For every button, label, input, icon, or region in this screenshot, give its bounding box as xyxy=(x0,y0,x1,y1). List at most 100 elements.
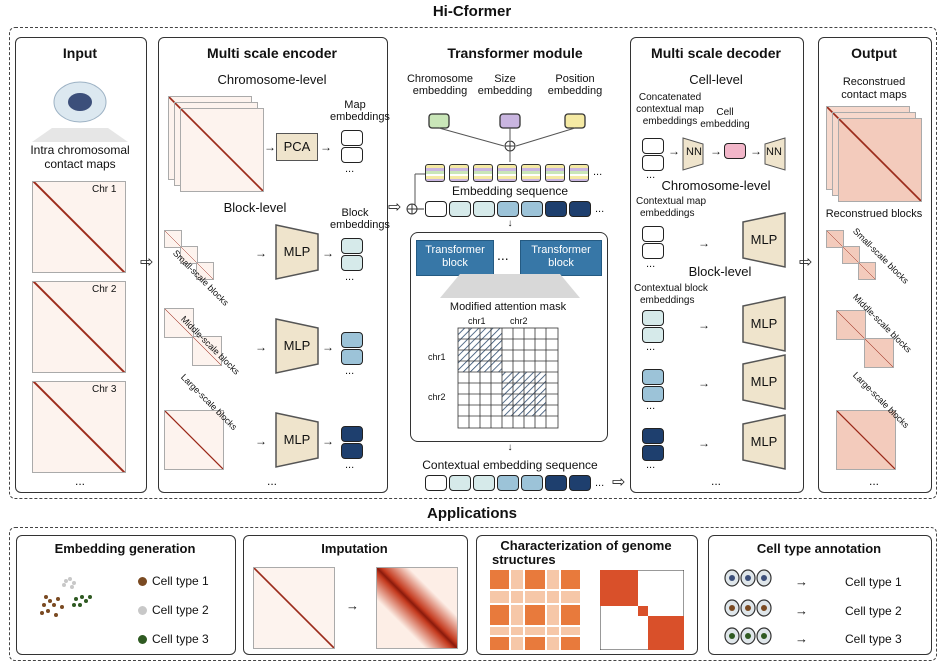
input-caption-2: contact maps xyxy=(44,157,116,171)
chr2-contact-map xyxy=(32,281,126,373)
encoder-block-level: Block-level xyxy=(223,200,287,215)
arrow-icon: ⇨ xyxy=(388,199,402,216)
app4-title: Cell type annotation xyxy=(756,541,882,556)
arrow-down-icon: ↓ xyxy=(507,442,513,453)
cell-embedding xyxy=(724,143,746,159)
embedding-sequence-label: Embedding sequence xyxy=(451,184,569,198)
recon-middle-block xyxy=(864,338,894,368)
applications-frame xyxy=(9,527,937,661)
encoder-stack-front xyxy=(180,108,264,192)
mask-chr2-side: chr2 xyxy=(428,392,446,402)
decoder-block-level: Block-level xyxy=(688,264,752,279)
transformer-block-label-2: block xyxy=(442,257,468,269)
main-title: Hi-Cformer xyxy=(432,3,512,20)
mlp-label: MLP xyxy=(750,434,778,449)
tad-matrix xyxy=(600,570,684,650)
arrow-icon: → xyxy=(698,376,710,390)
recon-maps-label-2: contact maps xyxy=(841,89,907,101)
arrow-icon: → xyxy=(255,434,267,448)
mlp-block xyxy=(275,224,319,280)
output-ellipsis: ... xyxy=(868,474,879,488)
cell-icon xyxy=(32,81,128,142)
recon-small-block xyxy=(826,230,844,248)
contextual-seq-label: Contextual embedding sequence xyxy=(422,458,598,472)
mlp-block xyxy=(275,318,319,374)
ellipsis: ... xyxy=(646,258,656,270)
annotated-cells-icon xyxy=(724,569,772,645)
mlp-label: MLP xyxy=(283,432,311,447)
cell-type-1-dot xyxy=(138,577,147,586)
transformer-block: Transformer block xyxy=(520,240,602,276)
recon-map-front xyxy=(838,118,922,202)
output-header: Output xyxy=(851,45,897,61)
app2-title: Imputation xyxy=(321,541,388,556)
embedding-sequence-row: ... xyxy=(425,201,615,219)
encoder-ellipsis: ... xyxy=(266,474,277,488)
decoder-header: Multi scale decoder xyxy=(651,45,781,61)
size-emb-label-1: Size xyxy=(494,73,516,85)
decoder-embedding xyxy=(642,327,664,343)
mlp-block xyxy=(742,354,786,410)
input-caption-1: Intra chromosomal xyxy=(30,143,130,157)
decoder-cell-level: Cell-level xyxy=(689,72,743,87)
chr3-label: Chr 3 xyxy=(92,384,117,395)
nn-label: NN xyxy=(766,146,782,158)
ellipsis: ... xyxy=(646,400,656,412)
compartment-grid xyxy=(490,570,580,650)
nn-label: NN xyxy=(686,146,702,158)
small-block xyxy=(196,262,214,280)
mask-title: Modified attention mask xyxy=(449,301,567,313)
contextual-sequence-row: ... xyxy=(425,475,615,493)
mask-chr2-top: chr2 xyxy=(510,316,528,326)
mlp-block xyxy=(275,412,319,468)
mlp-label: MLP xyxy=(750,316,778,331)
decoder-embedding xyxy=(642,243,664,259)
decoder-embedding xyxy=(642,138,664,154)
attention-mask-grid xyxy=(457,327,559,429)
decoder-embedding xyxy=(642,445,664,461)
map-embedding xyxy=(341,147,363,163)
block-emb-label-2: embeddings xyxy=(330,219,390,231)
ctx-map-label-1: Contextual map xyxy=(636,196,707,207)
ellipsis: ... xyxy=(646,459,656,471)
arrow-icon: → xyxy=(710,144,722,158)
ellipsis: ... xyxy=(345,163,355,175)
legend-cell-type-2: Cell type 2 xyxy=(152,603,209,617)
small-block xyxy=(180,246,198,264)
ellipsis: ... xyxy=(345,271,355,283)
small-block xyxy=(164,230,182,248)
ellipsis: ... xyxy=(497,247,509,263)
imputation-dense-map xyxy=(376,567,458,649)
annotation-label-1: Cell type 1 xyxy=(845,575,902,589)
recon-small-block xyxy=(842,246,860,264)
block-embedding xyxy=(341,332,363,348)
block-embedding xyxy=(341,255,363,271)
mask-chr1-top: chr1 xyxy=(468,316,486,326)
middle-block xyxy=(164,308,194,338)
arrow-icon: → xyxy=(322,434,334,448)
transformer-block-label-2: block xyxy=(548,257,574,269)
main-frame xyxy=(9,27,937,499)
nn-shape xyxy=(682,137,704,171)
decoder-embedding xyxy=(642,310,664,326)
trapezoid-shadow xyxy=(440,274,580,298)
middle-block xyxy=(192,336,222,366)
app-embedding-generation xyxy=(16,535,236,655)
block-embedding xyxy=(341,443,363,459)
ellipsis: ... xyxy=(593,166,603,178)
ctx-map-label-2: embeddings xyxy=(640,208,695,219)
arrow-icon: → xyxy=(255,340,267,354)
recon-middle-block xyxy=(836,310,866,340)
map-emb-label-1: Map xyxy=(344,99,366,111)
annotation-label-2: Cell type 2 xyxy=(845,604,902,618)
transformer-block-label-1: Transformer xyxy=(531,244,591,256)
mlp-block xyxy=(742,212,786,268)
cell-emb-label-1: Cell xyxy=(716,107,734,118)
ellipsis: ... xyxy=(646,169,656,181)
ctx-block-label-2: embeddings xyxy=(640,295,695,306)
transformer-block: Transformer block xyxy=(416,240,494,276)
decoder-embedding xyxy=(642,369,664,385)
decoder-embedding xyxy=(642,155,664,171)
arrow-icon: → xyxy=(795,574,808,589)
arrow-icon: → xyxy=(255,246,267,260)
